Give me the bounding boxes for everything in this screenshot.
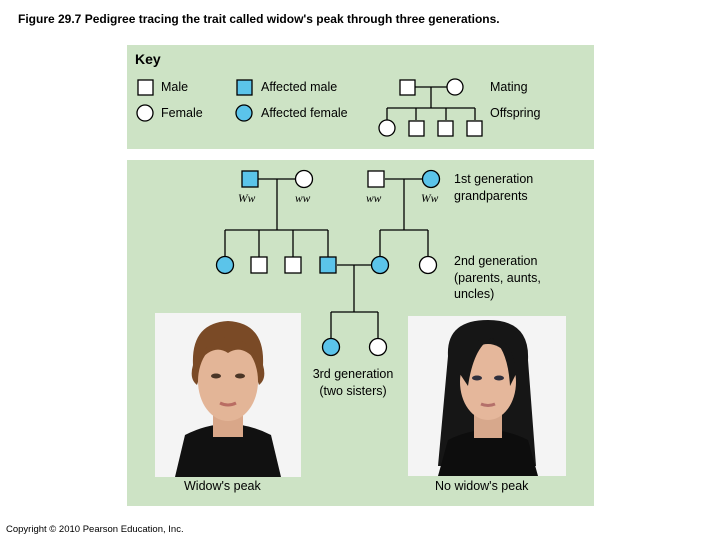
female-symbol-icon: [368, 337, 388, 357]
generation-1-symbols: [241, 169, 441, 189]
female-symbol-icon: [418, 255, 438, 275]
affected-female-symbol-icon: [215, 255, 235, 275]
key-panel: [127, 45, 594, 149]
genotype-label: Ww: [238, 193, 256, 205]
key-offspring-male-icon: [466, 120, 483, 137]
widows-peak-label: Widow's peak: [184, 479, 261, 493]
key-affected-female-circle-icon: [235, 104, 253, 122]
genotype-label: ww: [366, 193, 382, 205]
genotype-label: ww: [295, 193, 311, 205]
key-male-square-icon: [137, 79, 154, 96]
key-mating-female-icon: [446, 78, 464, 96]
affected-male-symbol-icon: [319, 256, 337, 274]
male-symbol-icon: [284, 256, 302, 274]
key-offspring-label: Offspring: [490, 106, 541, 120]
no-widows-peak-label: No widow's peak: [435, 479, 529, 493]
key-affected-male-label: Affected male: [261, 80, 338, 94]
generation-3-symbols: [321, 337, 388, 357]
affected-female-symbol-icon: [421, 169, 441, 189]
key-affected-male-square-icon: [236, 79, 253, 96]
generation-1-label: 1st generation grandparents: [454, 172, 534, 203]
woman-widows-peak-photo: [155, 313, 301, 477]
female-symbol-icon: [294, 169, 314, 189]
affected-female-symbol-icon: [370, 255, 390, 275]
key-mating-male-icon: [399, 79, 416, 96]
pedigree-lines: [224, 86, 476, 339]
affected-male-symbol-icon: [241, 170, 259, 188]
key-female-circle-icon: [136, 104, 154, 122]
key-male-label: Male: [161, 80, 189, 94]
key-title: Key: [135, 51, 161, 67]
key-symbols: [136, 78, 483, 137]
copyright-notice: Copyright © 2010 Pearson Education, Inc.: [6, 524, 184, 535]
figure-caption: Figure 29.7 Pedigree tracing the trait c…: [18, 12, 500, 26]
woman-no-widows-peak-photo: [408, 316, 566, 476]
genotype-label: Ww: [421, 193, 439, 205]
key-offspring-female-icon: [378, 119, 396, 137]
key-affected-female-label: Affected female: [261, 106, 348, 120]
generation-2-symbols: [215, 255, 438, 275]
key-offspring-male-icon: [408, 120, 425, 137]
key-female-label: Female: [161, 106, 203, 120]
male-symbol-icon: [367, 170, 385, 188]
key-offspring-male-icon: [437, 120, 454, 137]
male-symbol-icon: [250, 256, 268, 274]
affected-female-symbol-icon: [321, 337, 341, 357]
generation-2-label: 2nd generation (parents, aunts, uncles): [454, 254, 541, 301]
key-mating-label: Mating: [490, 80, 528, 94]
generation-3-label: 3rd generation (two sisters): [312, 367, 394, 398]
